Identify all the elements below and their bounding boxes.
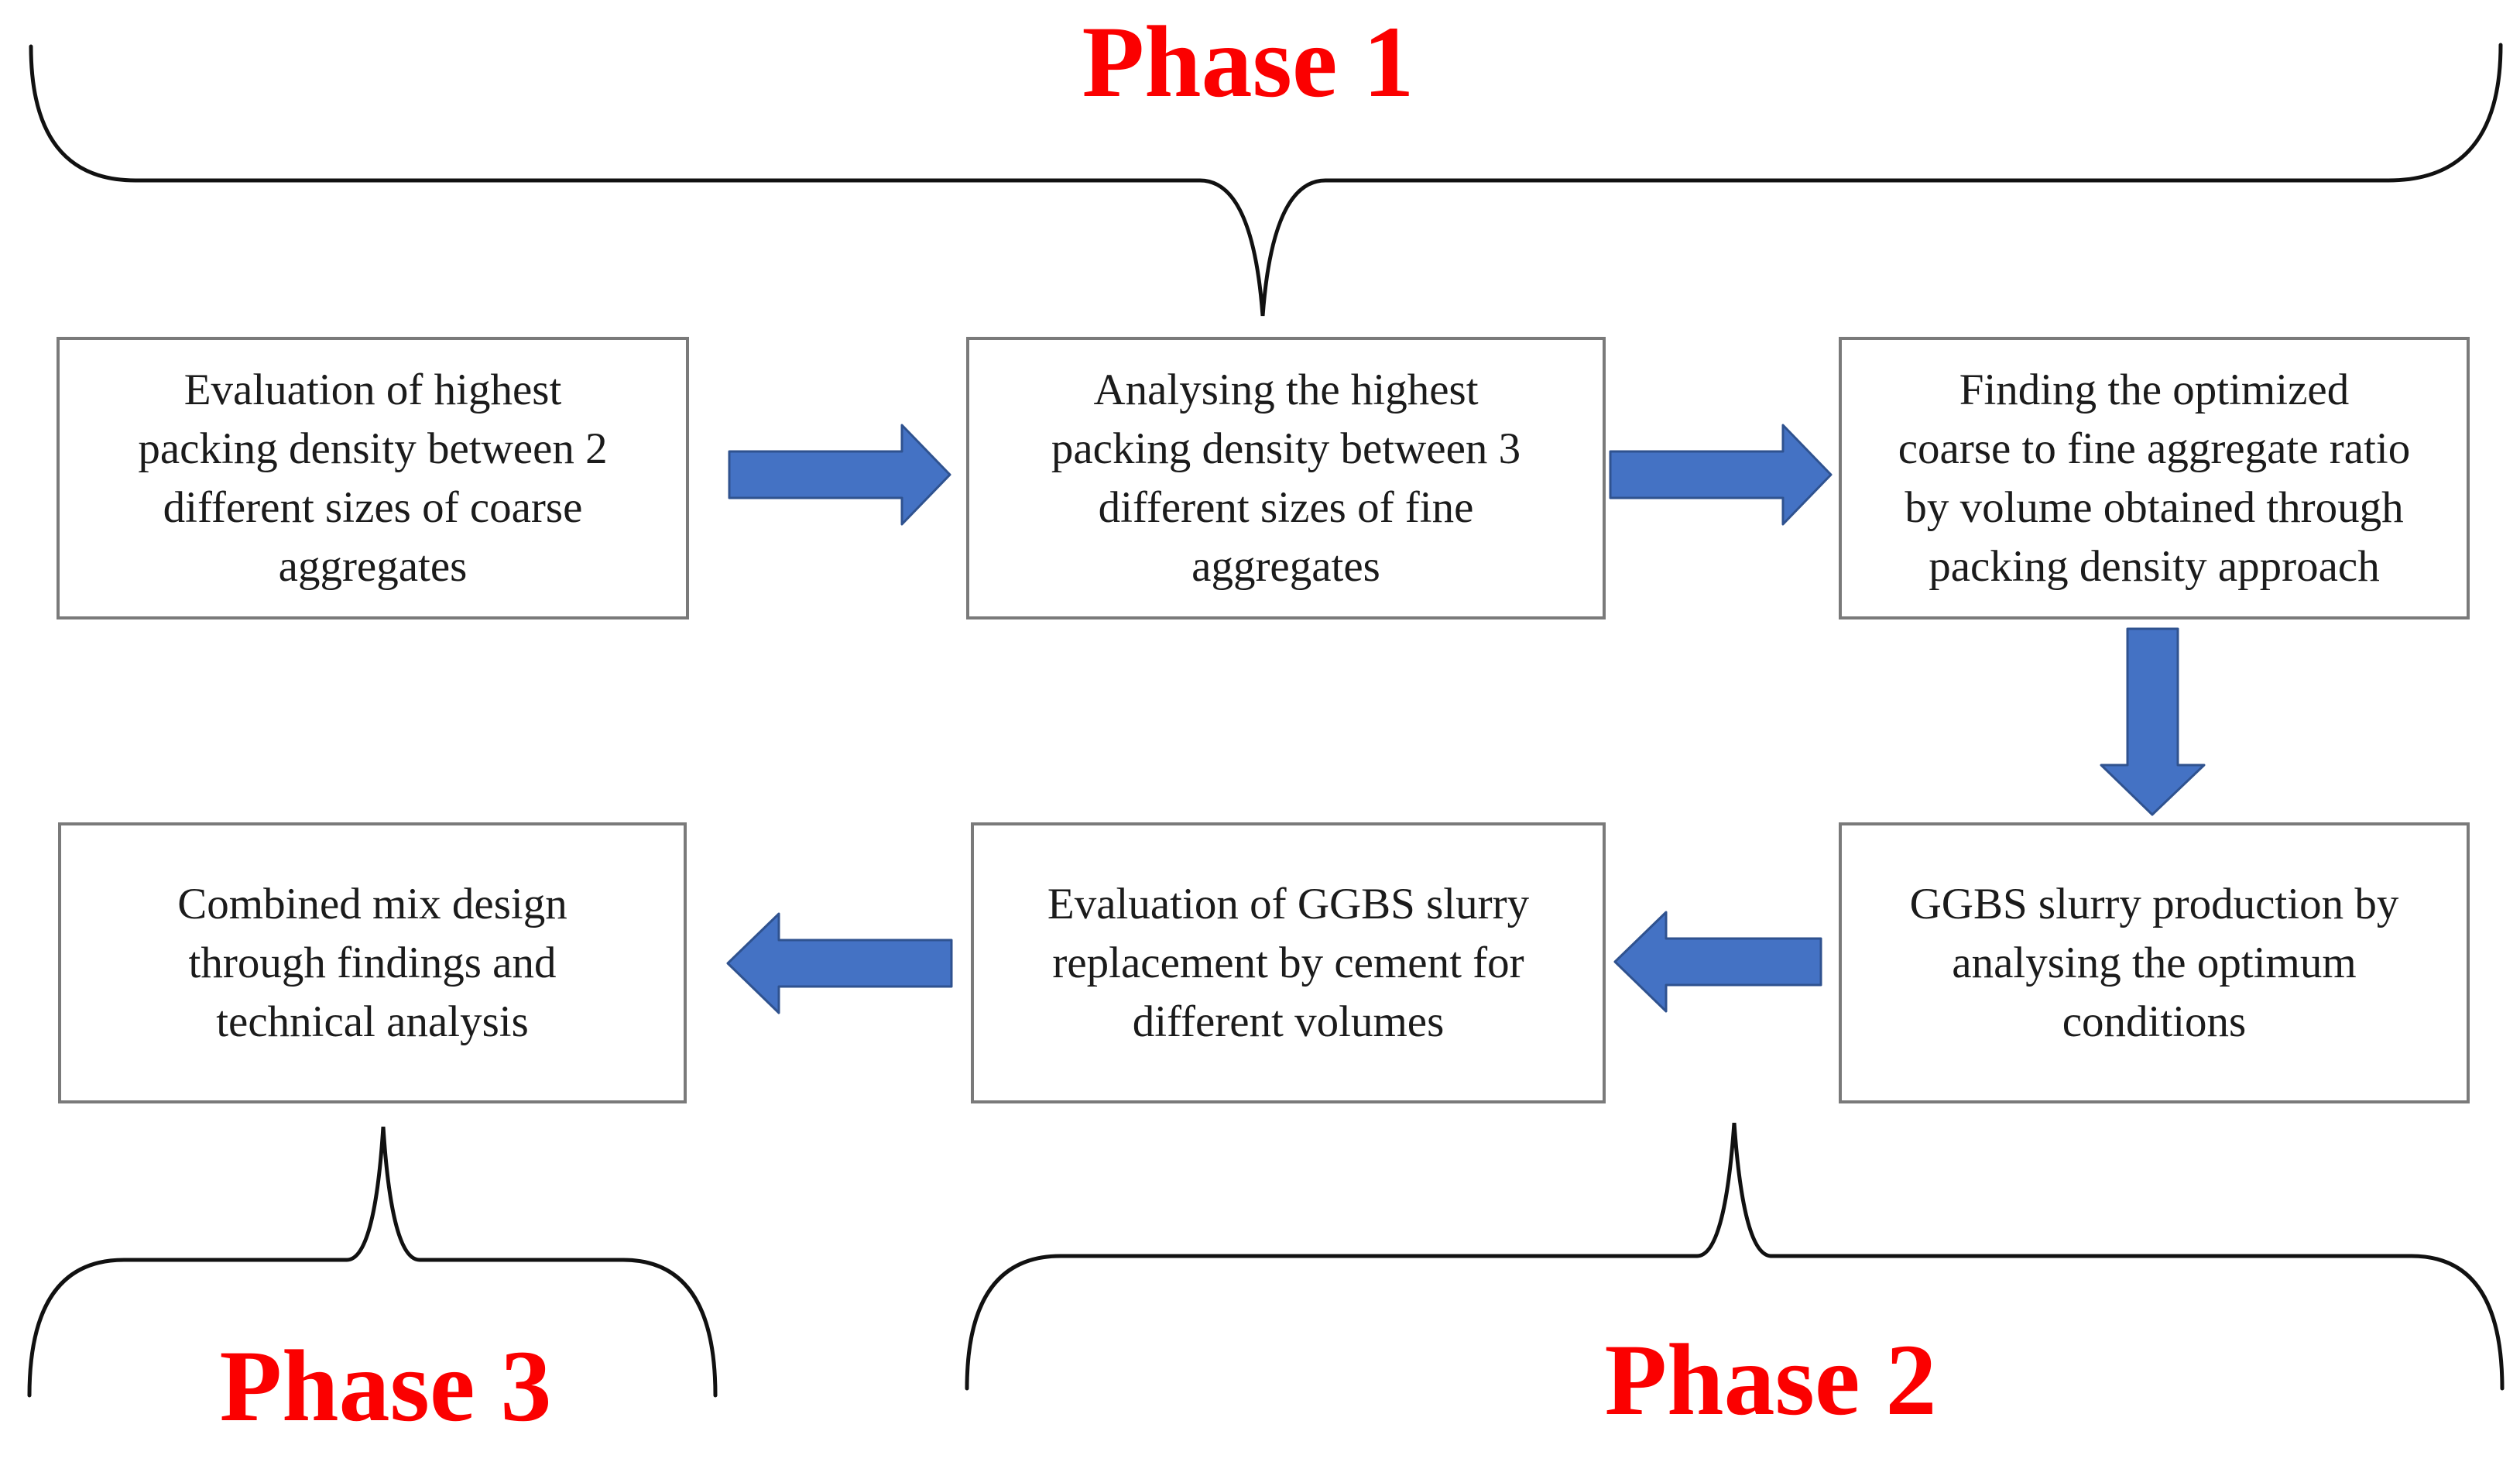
phase1-label: Phase 1 xyxy=(1082,5,1414,118)
process-box-optimized-ratio: Finding the optimized coarse to fine agg… xyxy=(1839,337,2470,619)
process-box-text: Analysing the highest packing density be… xyxy=(1051,365,1521,591)
process-box-text: Finding the optimized coarse to fine agg… xyxy=(1898,365,2411,591)
arrow-right-icon xyxy=(728,424,951,526)
process-box-combined-mix-design: Combined mix design through findings and… xyxy=(58,822,687,1103)
process-box-text: Evaluation of highest packing density be… xyxy=(138,365,608,591)
phase2-label: Phase 2 xyxy=(1604,1323,1937,1436)
process-box-fine-aggregate-analysis: Analysing the highest packing density be… xyxy=(966,337,1606,619)
phase2-brace xyxy=(965,1122,2505,1391)
phase3-brace xyxy=(27,1126,718,1398)
process-box-text: GGBS slurry production by analysing the … xyxy=(1909,879,2399,1046)
arrow-left-icon xyxy=(726,912,953,1014)
process-box-coarse-aggregate-evaluation: Evaluation of highest packing density be… xyxy=(57,337,689,619)
arrow-left-icon xyxy=(1613,911,1822,1013)
arrow-down-icon xyxy=(2100,627,2206,816)
process-box-ggbs-slurry-production: GGBS slurry production by analysing the … xyxy=(1839,822,2470,1103)
process-box-ggbs-slurry-replacement: Evaluation of GGBS slurry replacement by… xyxy=(971,822,1606,1103)
arrow-right-icon xyxy=(1609,424,1833,526)
phase3-label: Phase 3 xyxy=(219,1329,552,1443)
process-box-text: Evaluation of GGBS slurry replacement by… xyxy=(1047,879,1530,1046)
process-box-text: Combined mix design through findings and… xyxy=(177,879,567,1046)
phase1-brace xyxy=(29,43,2503,317)
